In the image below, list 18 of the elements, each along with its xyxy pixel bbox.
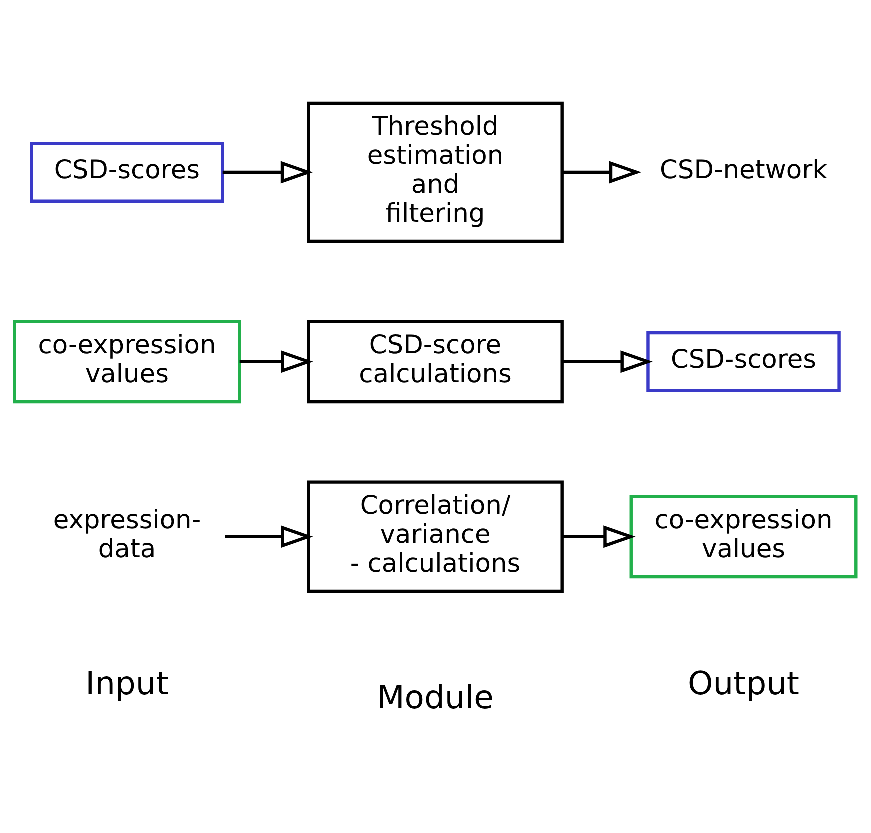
node-box: co-expression values: [13, 320, 242, 404]
node-text: CSD-network: [660, 156, 828, 186]
label: Output: [688, 664, 800, 702]
arrow: [222, 161, 314, 184]
arrow: [562, 350, 653, 374]
label: Input: [86, 664, 169, 702]
node-box: CSD-scores: [30, 142, 224, 203]
node-text: expression- data: [53, 506, 202, 564]
node-box: co-expression values: [630, 495, 858, 579]
arrow: [240, 350, 314, 374]
node-box: Threshold estimation and filtering: [307, 102, 564, 244]
arrow: [562, 526, 636, 548]
node-box: CSD-scores: [646, 331, 841, 392]
label: Module: [377, 678, 494, 717]
node-box: Correlation/ variance - calculations: [307, 480, 564, 594]
arrow: [562, 161, 642, 184]
arrow: [225, 526, 314, 548]
node-box: CSD-score calculations: [307, 320, 564, 404]
